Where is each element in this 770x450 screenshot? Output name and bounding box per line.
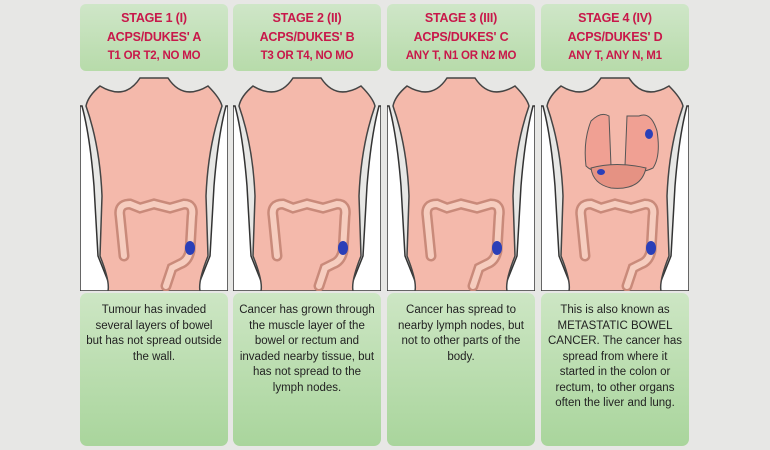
torso-illustration bbox=[386, 76, 536, 292]
stage-title: STAGE 2 (II) bbox=[272, 11, 342, 25]
stage-title: STAGE 1 (I) bbox=[121, 11, 187, 25]
stage-header: STAGE 2 (II) ACPS/DUKES' B T3 OR T4, NO … bbox=[233, 4, 381, 71]
tumour bbox=[492, 241, 502, 255]
lung-tumour bbox=[645, 129, 653, 139]
torso bbox=[238, 77, 376, 292]
torso-illustration bbox=[79, 76, 229, 292]
stage-description: Cancer has spread to nearby lymph nodes,… bbox=[387, 293, 535, 446]
metastasis-organs bbox=[584, 113, 659, 189]
stage-title: STAGE 4 (IV) bbox=[578, 11, 652, 25]
stage-dukes: ACPS/DUKES' D bbox=[567, 30, 663, 44]
stage-dukes: ACPS/DUKES' A bbox=[106, 30, 202, 44]
tumour bbox=[338, 241, 348, 255]
stage-description: Tumour has invaded several layers of bow… bbox=[80, 293, 228, 446]
lung-right bbox=[624, 114, 659, 172]
stage-column-4: STAGE 4 (IV) ACPS/DUKES' D ANY T, ANY N,… bbox=[540, 0, 690, 450]
stage-dukes: ACPS/DUKES' B bbox=[259, 30, 355, 44]
stage-description: Cancer has grown through the muscle laye… bbox=[233, 293, 381, 446]
torso-illustration bbox=[232, 76, 382, 292]
stage-column-1: STAGE 1 (I) ACPS/DUKES' A T1 OR T2, NO M… bbox=[79, 0, 229, 450]
stage-description: This is also known as METASTATIC BOWEL C… bbox=[541, 293, 689, 446]
torso bbox=[85, 77, 223, 292]
stage-tnm: ANY T, N1 OR N2 MO bbox=[405, 50, 517, 62]
stage-tnm: T3 OR T4, NO MO bbox=[260, 50, 354, 62]
liver bbox=[590, 164, 647, 189]
stage-header: STAGE 1 (I) ACPS/DUKES' A T1 OR T2, NO M… bbox=[80, 4, 228, 71]
stage-tnm: ANY T, ANY N, M1 bbox=[568, 50, 662, 62]
tumour bbox=[646, 241, 656, 255]
tumour bbox=[185, 241, 195, 255]
stage-dukes: ACPS/DUKES' C bbox=[413, 30, 509, 44]
liver-tumour bbox=[597, 169, 605, 175]
stage-title: STAGE 3 (III) bbox=[424, 11, 498, 25]
torso-illustration bbox=[540, 76, 690, 292]
torso bbox=[392, 77, 530, 292]
stage-tnm: T1 OR T2, NO MO bbox=[107, 50, 201, 62]
stage-header: STAGE 3 (III) ACPS/DUKES' C ANY T, N1 OR… bbox=[387, 4, 535, 71]
stage-header: STAGE 4 (IV) ACPS/DUKES' D ANY T, ANY N,… bbox=[541, 4, 689, 71]
stage-column-3: STAGE 3 (III) ACPS/DUKES' C ANY T, N1 OR… bbox=[386, 0, 536, 450]
stage-column-2: STAGE 2 (II) ACPS/DUKES' B T3 OR T4, NO … bbox=[232, 0, 382, 450]
